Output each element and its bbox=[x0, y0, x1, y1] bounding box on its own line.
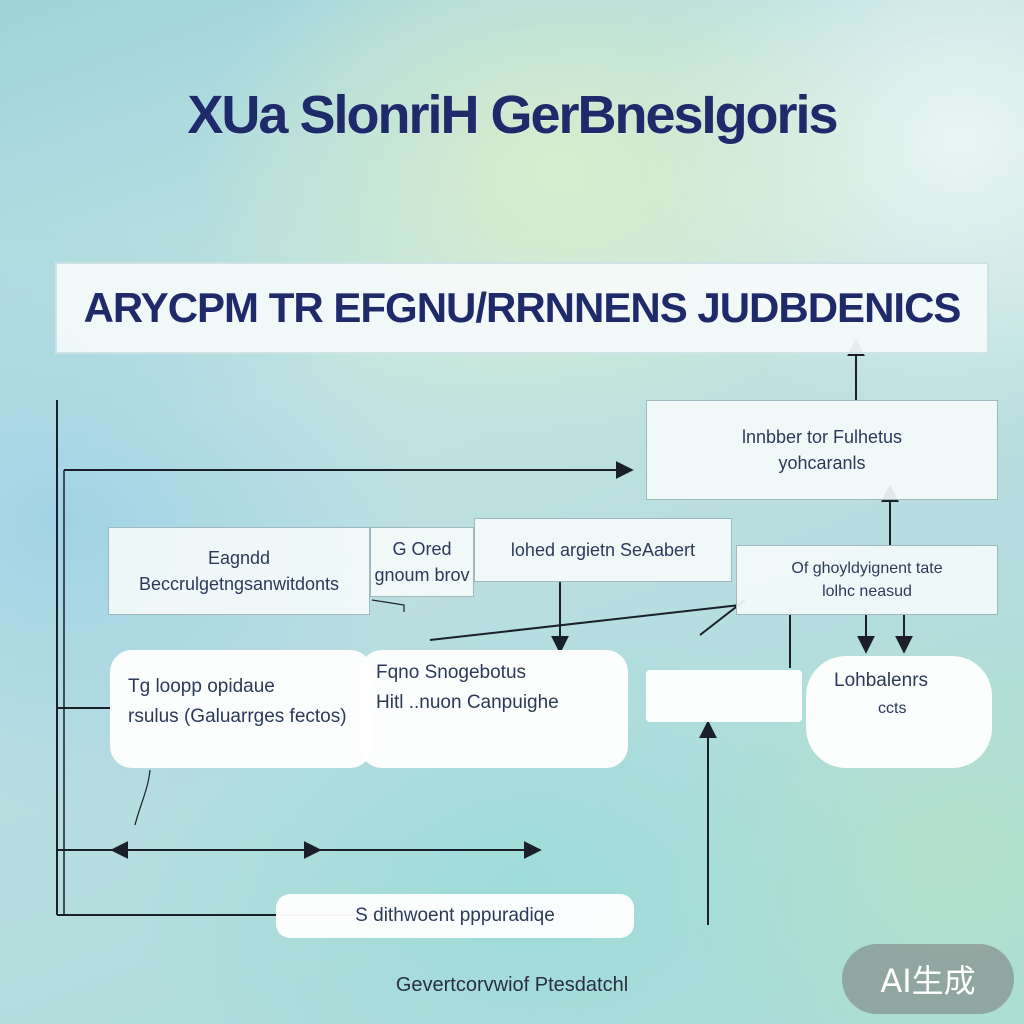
ai-generated-badge: AI生成 bbox=[842, 944, 1014, 1014]
diagram-title: XUa SlonriH GerBnesIgoris bbox=[187, 85, 838, 145]
pill-right: Lohbalenrs ccts bbox=[806, 656, 992, 768]
box-right-mid-line-2: lolhc neasud bbox=[822, 583, 912, 600]
box-right-top-line-2: yohcaranls bbox=[778, 453, 866, 473]
small-hook-connector bbox=[371, 599, 405, 612]
box-right-mid-line-1: Of ghoyldyignent tate bbox=[791, 559, 943, 577]
top-banner: ARYCPM TR EFGNU/RRNNENS JUDBDENICS bbox=[55, 262, 989, 354]
box-left-mid: Eagndd Beccrulgetngsanwitdonts bbox=[108, 527, 370, 615]
box-left-mid-line-1: Eagndd bbox=[207, 547, 271, 568]
pill-right-line-1: Lohbalenrs bbox=[834, 670, 929, 691]
box-right-mid: Of ghoyldyignent tate lolhc neasud bbox=[736, 545, 998, 615]
pill-left: Tg loopp opidaue rsulus (Galuarrges fect… bbox=[110, 650, 372, 768]
pill-center-line-1: Fqno Snogebotus bbox=[376, 662, 527, 683]
pill-left-line-2: rsulus (Galuarrges fectos) bbox=[128, 706, 347, 727]
box-center-mid-line-1: lohed argietn SeAabert bbox=[510, 539, 696, 560]
pill-right-line-2: ccts bbox=[878, 700, 907, 717]
pill-bottom: S dithwoent pppuradiqe bbox=[276, 894, 634, 938]
pill-left-line-1: Tg loopp opidaue bbox=[128, 676, 275, 697]
box-right-top: lnnbber tor Fulhetus yohcaranls bbox=[646, 400, 998, 500]
pill-center-line-2: Hitl ..nuon Canpuighe bbox=[376, 692, 559, 713]
pill-bottom-label: S dithwoent pppuradiqe bbox=[355, 905, 555, 926]
box-center-mid: lohed argietn SeAabert bbox=[474, 518, 732, 582]
box-left-mid-line-2: Beccrulgetngsanwitdonts bbox=[138, 574, 340, 594]
squiggle-connector bbox=[134, 769, 151, 826]
connector-diagonal bbox=[429, 604, 741, 641]
box-small-mid-line-1: G Ored bbox=[392, 538, 452, 559]
box-small-mid-line-2: gnoum brov bbox=[374, 565, 470, 585]
box-right-top-line-1: lnnbber tor Fulhetus bbox=[741, 426, 903, 447]
pill-blank bbox=[646, 670, 802, 722]
footer-caption: Gevertcorvwiof Ptesdatchl bbox=[395, 974, 629, 996]
box-small-mid: G Ored gnoum brov bbox=[370, 527, 474, 597]
pill-center: Fqno Snogebotus Hitl ..nuon Canpuighe bbox=[360, 650, 628, 768]
